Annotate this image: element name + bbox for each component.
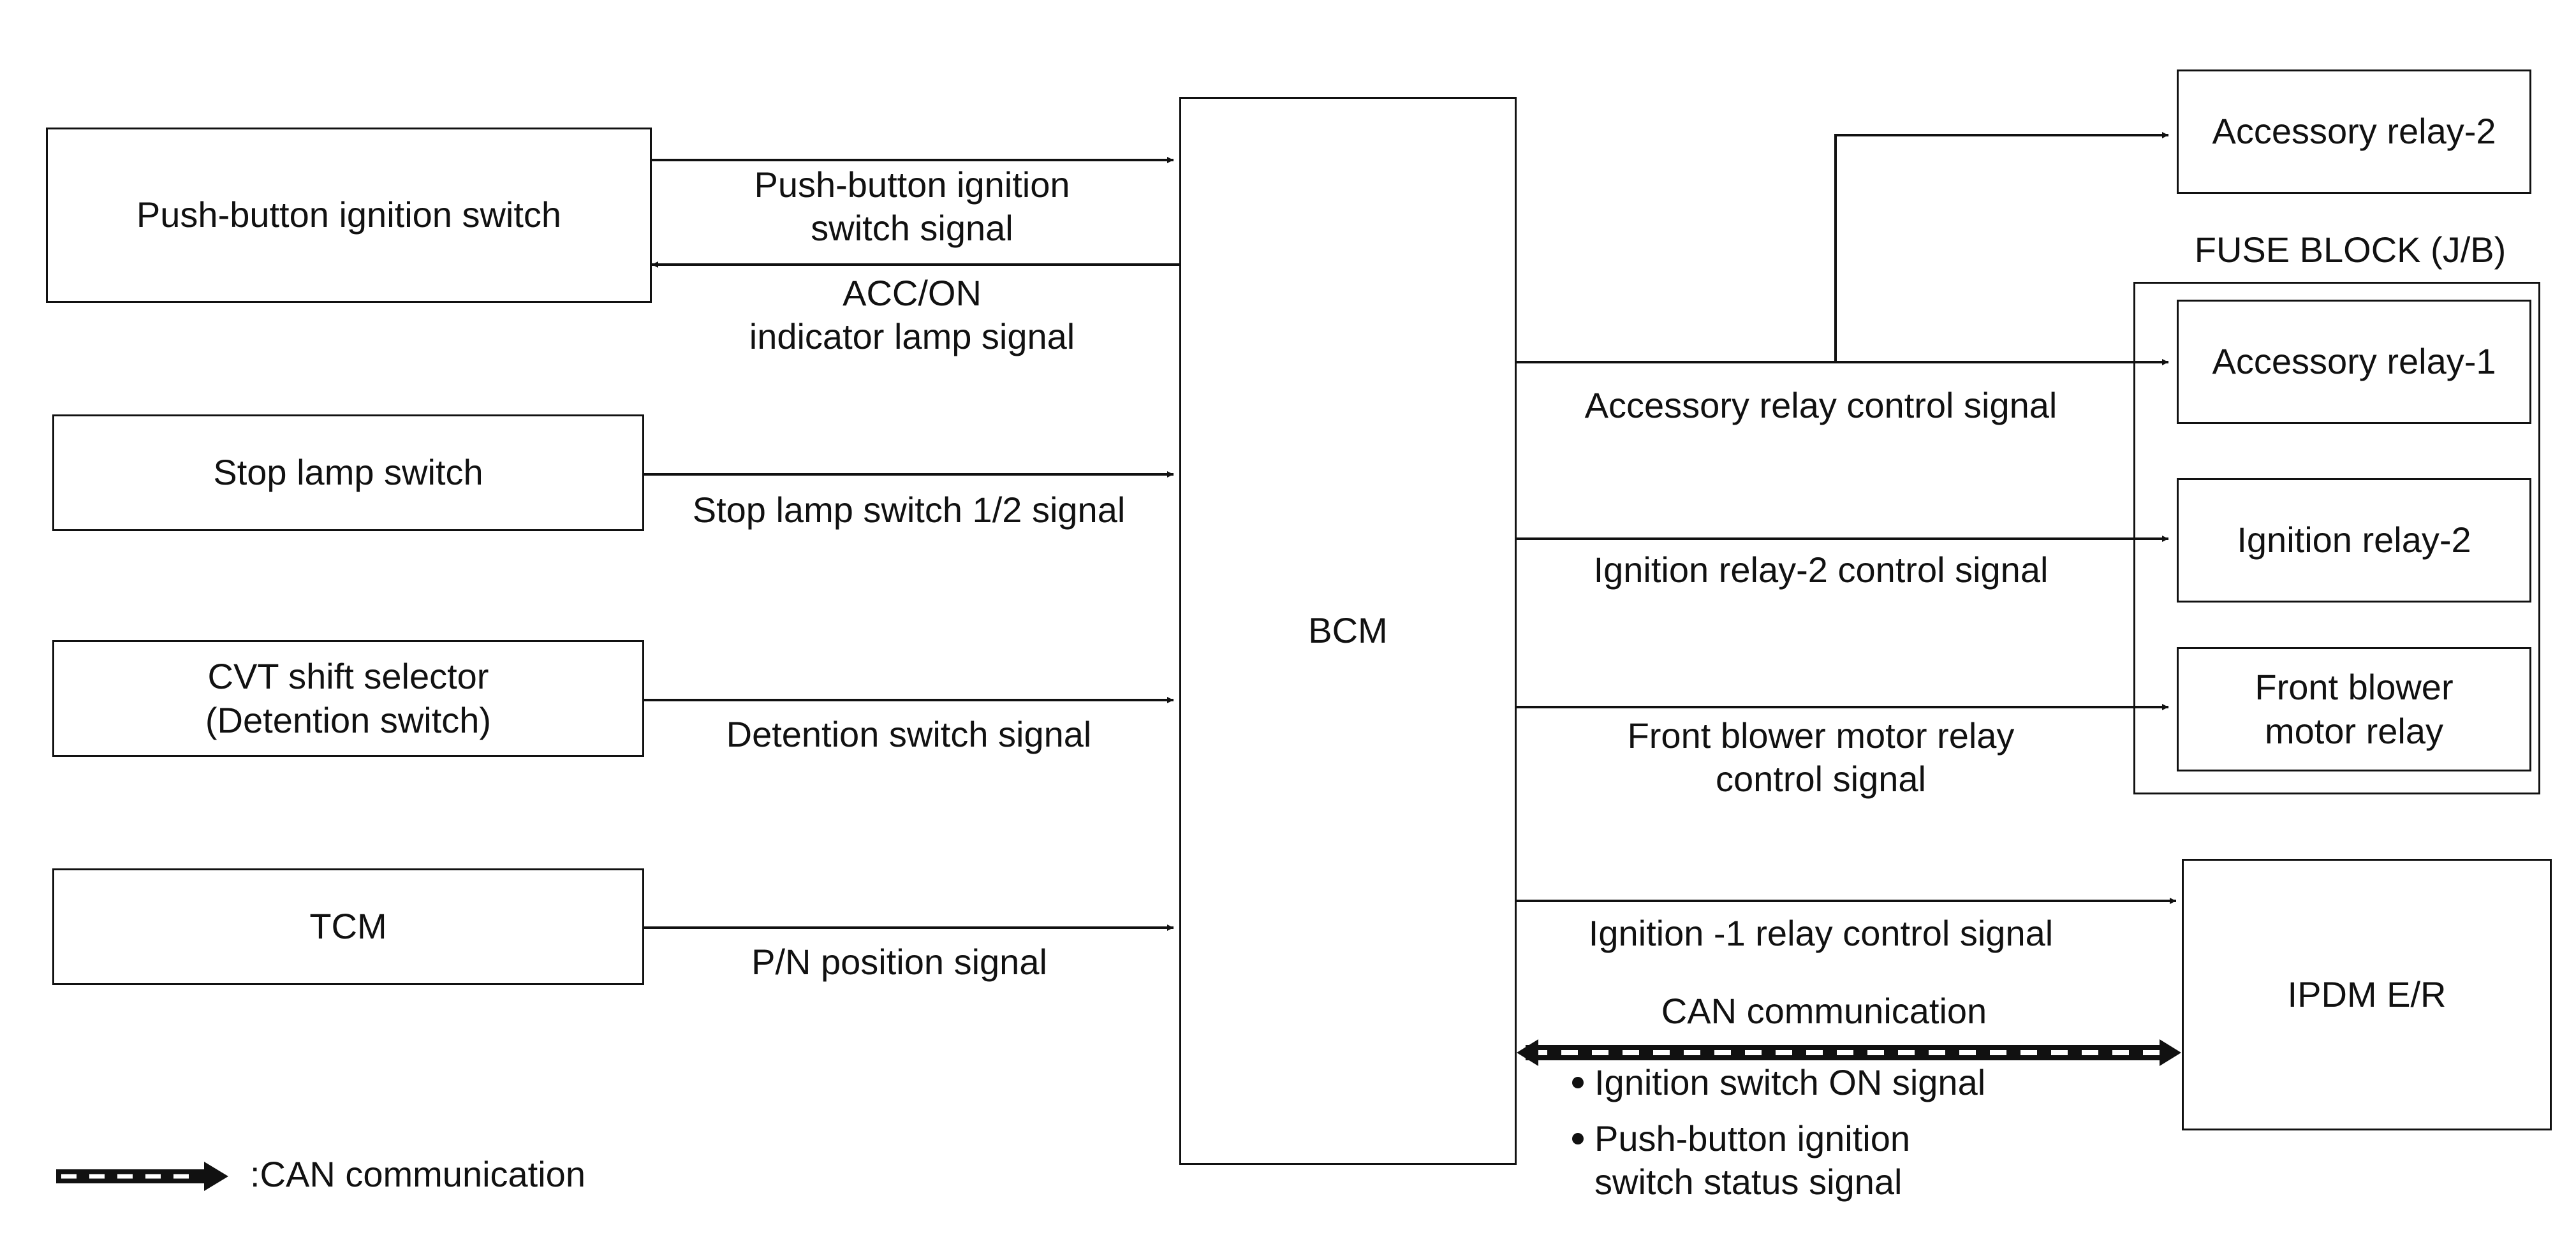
stop-lamp-switch-box: Stop lamp switch — [52, 414, 644, 531]
ignition-relay-2-control-label: Ignition relay-2 control signal — [1593, 550, 2049, 590]
front-blower-control-label: Front blower motor relay control signal — [1627, 715, 2015, 800]
push-button-ignition-switch-label: Push-button ignition switch — [136, 194, 562, 235]
ipdm-er-box: IPDM E/R — [2182, 859, 2552, 1130]
can-bus-line — [1517, 1039, 2181, 1066]
stop-lamp-signal-label: Stop lamp switch 1/2 signal — [692, 490, 1126, 530]
front-blower-motor-relay-box: Front blower motor relay — [2177, 647, 2531, 771]
bullet-icon — [1572, 1077, 1584, 1088]
legend-can-label: :CAN communication — [250, 1154, 585, 1194]
fuse-block-frame — [2133, 282, 2540, 794]
bcm-box: BCM — [1179, 97, 1517, 1165]
stop-lamp-switch-label: Stop lamp switch — [213, 452, 483, 493]
acc-on-indicator-label: ACC/ON indicator lamp signal — [749, 273, 1075, 357]
cvt-shift-selector-label: CVT shift selector (Detention switch) — [205, 656, 492, 740]
ignition-relay-2-box: Ignition relay-2 — [2177, 478, 2531, 603]
push-button-signal-label: Push-button ignition switch signal — [754, 164, 1070, 249]
ignition-relay-2-label: Ignition relay-2 — [2237, 520, 2471, 560]
accessory-relay-control-label: Accessory relay control signal — [1584, 385, 2057, 425]
bullet-icon — [1572, 1133, 1584, 1144]
cvt-shift-selector-box: CVT shift selector (Detention switch) — [52, 640, 644, 757]
ignition-1-control-label: Ignition -1 relay control signal — [1588, 913, 2054, 953]
tcm-box: TCM — [52, 868, 644, 985]
ipdm-er-label: IPDM E/R — [2287, 974, 2447, 1014]
accessory-relay-2-label: Accessory relay-2 — [2212, 111, 2496, 152]
pn-position-label: P/N position signal — [751, 942, 1047, 982]
accessory-relay-2-line — [1834, 132, 2168, 362]
bcm-label: BCM — [1308, 610, 1388, 651]
front-blower-motor-relay-label: Front blower motor relay — [2255, 667, 2454, 751]
detention-signal-label: Detention switch signal — [726, 714, 1092, 754]
accessory-relay-1-label: Accessory relay-1 — [2212, 341, 2496, 382]
can-item-push-button-status: Push-button ignition switch status signa… — [1594, 1118, 1911, 1202]
fuse-block-title: FUSE BLOCK (J/B) — [2194, 230, 2506, 270]
accessory-relay-1-box: Accessory relay-1 — [2177, 300, 2531, 424]
accessory-relay-2-box: Accessory relay-2 — [2177, 69, 2531, 194]
legend-can-sample — [56, 1162, 228, 1191]
can-communication-label: CAN communication — [1661, 991, 1987, 1031]
push-button-ignition-switch-box: Push-button ignition switch — [46, 128, 652, 303]
can-item-ignition-on: Ignition switch ON signal — [1594, 1062, 1986, 1102]
tcm-label: TCM — [309, 906, 387, 947]
